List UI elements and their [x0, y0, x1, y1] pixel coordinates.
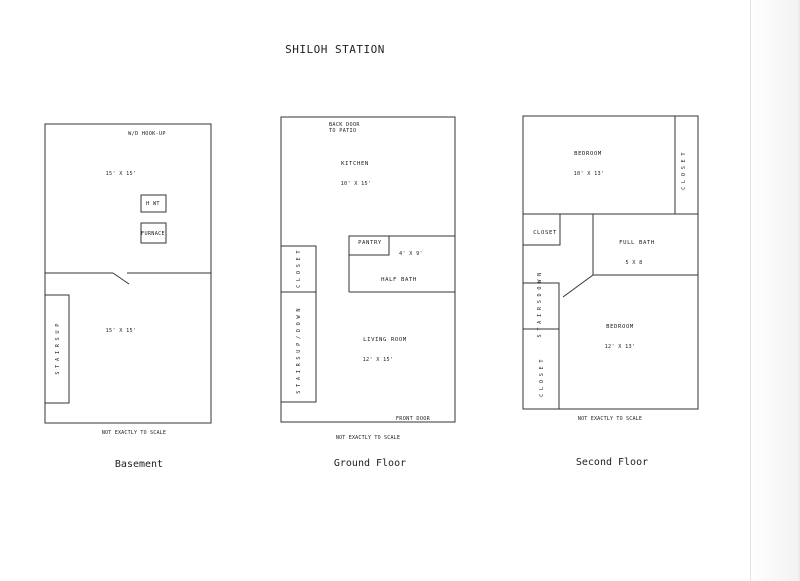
closet-left-label: CLOSET: [533, 230, 557, 236]
kitchen-label: KITCHEN: [341, 161, 369, 167]
front-door-label: FRONT DOOR: [396, 416, 431, 422]
half-bath-label: HALF BATH: [381, 277, 417, 283]
second-closet-left: [522, 213, 561, 246]
page-title: SHILOH STATION: [285, 43, 385, 56]
basement-caption: Basement: [115, 459, 163, 470]
ground-floor-plan: BACK DOOR TO PATIO KITCHEN 10' X 15' PAN…: [280, 116, 456, 469]
furnace-label: FURNACE: [141, 231, 165, 237]
pantry-dimensions: 4' X 9': [399, 251, 423, 257]
basement-upper-dimensions: 15' X 15': [106, 171, 137, 177]
second-floor-caption: Second Floor: [576, 457, 648, 468]
pantry-box: [348, 235, 390, 256]
basement-stairs-label: S T A I R S U P: [55, 323, 61, 374]
back-door-label-1: BACK DOOR: [329, 122, 360, 128]
second-stairs-label: S T A I R S D O W N: [537, 272, 543, 337]
hot-water-tank: [140, 194, 167, 213]
kitchen-dimensions: 10' X 15': [341, 181, 372, 187]
hwt-label: H WT: [146, 201, 160, 207]
page-edge-shadow: [750, 0, 800, 581]
basement-stairs: [44, 294, 70, 404]
pantry-label: PANTRY: [358, 240, 382, 246]
furnace-box: [140, 222, 167, 244]
ground-floor-caption: Ground Floor: [334, 458, 406, 469]
living-room-dimensions: 12' X 15': [363, 357, 394, 363]
ground-closet-label: C L O S E T: [296, 250, 302, 288]
page-edge-line: [750, 0, 751, 581]
second-scale-note: NOT EXACTLY TO SCALE: [578, 416, 642, 422]
full-bath-dimensions: 5 X 8: [625, 260, 642, 266]
basement-plan: W/D HOOK-UP 15' X 15' H WT FURNACE 15' X…: [44, 123, 212, 470]
ground-stairs-label: S T A I R S U P / D O W N: [296, 308, 302, 394]
back-door-label-2: TO PATIO: [329, 128, 356, 134]
basement-scale-note: NOT EXACTLY TO SCALE: [102, 430, 166, 436]
bedroom-2-dimensions: 12' X 13': [605, 344, 636, 350]
closet-right-label: C L O S E T: [681, 152, 687, 190]
bedroom-1-label: BEDROOM: [574, 151, 602, 157]
bedroom-1-dimensions: 10' X 13': [574, 171, 605, 177]
wd-hookup-label: W/D HOOK-UP: [128, 131, 166, 137]
ground-stairs: [280, 291, 317, 403]
basement-lower-dimensions: 15' X 15': [106, 328, 137, 334]
second-floor-plan: BEDROOM 10' X 13' C L O S E T CLOSET FUL…: [522, 115, 699, 468]
second-outline: [522, 115, 699, 410]
hall-diagonal-wall: [562, 274, 594, 298]
ground-scale-note: NOT EXACTLY TO SCALE: [336, 435, 400, 441]
full-bath-label: FULL BATH: [619, 240, 655, 246]
closet-bottom-label: C L O S E T: [539, 359, 545, 397]
living-room-label: LIVING ROOM: [363, 337, 407, 343]
bedroom-2-label: BEDROOM: [606, 324, 634, 330]
basement-door-swing: [112, 272, 130, 285]
